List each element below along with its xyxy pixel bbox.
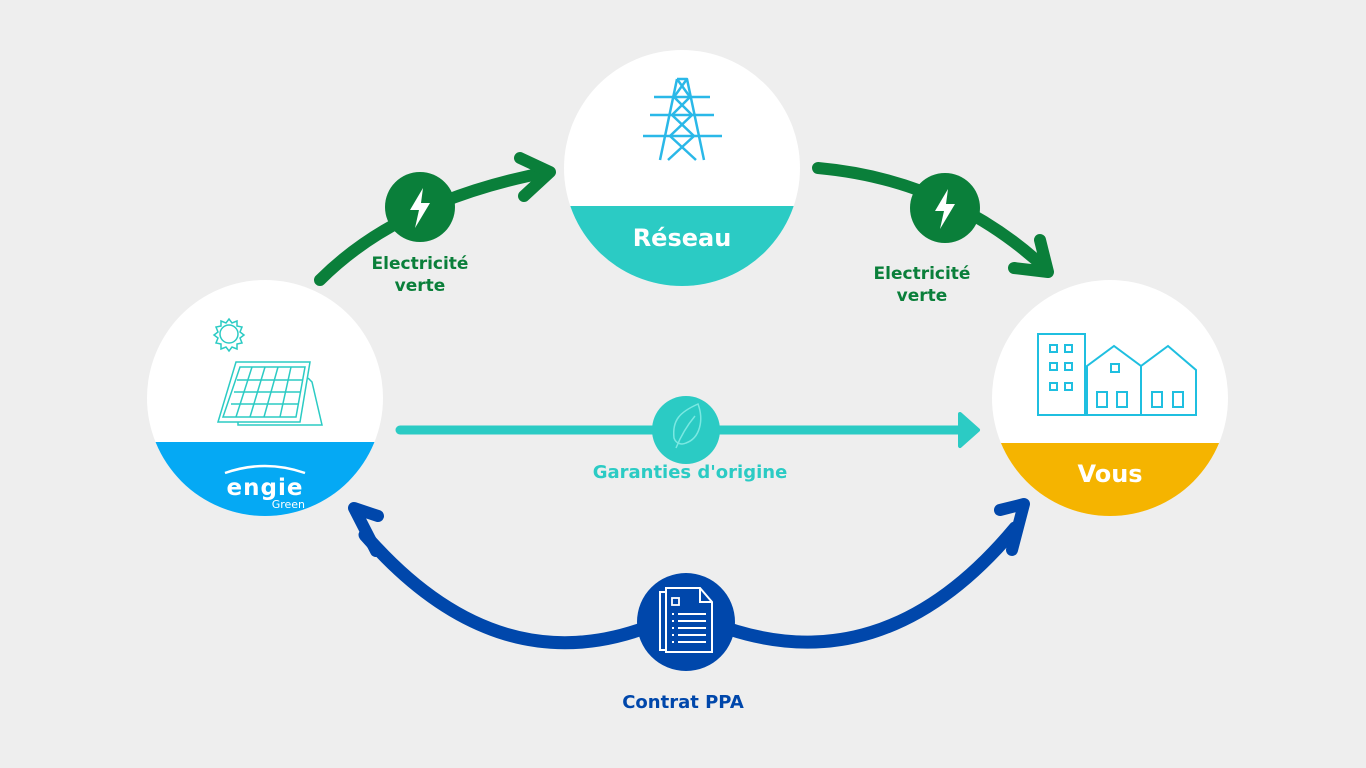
consumer-label: Vous <box>1077 460 1143 488</box>
engie-green-logo: engie Green <box>205 460 325 511</box>
solar-panel-icon <box>216 361 323 426</box>
contract-label: Contrat PPA <box>622 692 744 713</box>
power-pylon-icon <box>643 77 722 161</box>
guarantees-label: Garanties d'origine <box>592 462 788 483</box>
grid-label: Réseau <box>632 224 732 252</box>
engie-arc-icon <box>224 464 306 475</box>
label-line: Electricité <box>371 254 469 274</box>
engie-brand: engie <box>226 475 304 501</box>
engie-sub: Green <box>271 498 305 511</box>
leaf-icon <box>652 396 720 464</box>
label-line: Electricité <box>873 264 971 284</box>
green-flow-right-label: Electricité verte <box>862 263 982 307</box>
grid-node <box>564 50 800 286</box>
label-line: verte <box>896 286 948 306</box>
sun-icon <box>212 317 246 353</box>
buildings-icon <box>1037 333 1197 416</box>
green-flow-left-label: Electricité verte <box>360 253 480 297</box>
contract-flow-arrow <box>348 498 1030 650</box>
lightning-icon <box>385 172 455 242</box>
label-line: verte <box>394 276 446 296</box>
consumer-node <box>992 280 1228 516</box>
document-icon <box>637 573 735 671</box>
lightning-icon <box>910 173 980 243</box>
